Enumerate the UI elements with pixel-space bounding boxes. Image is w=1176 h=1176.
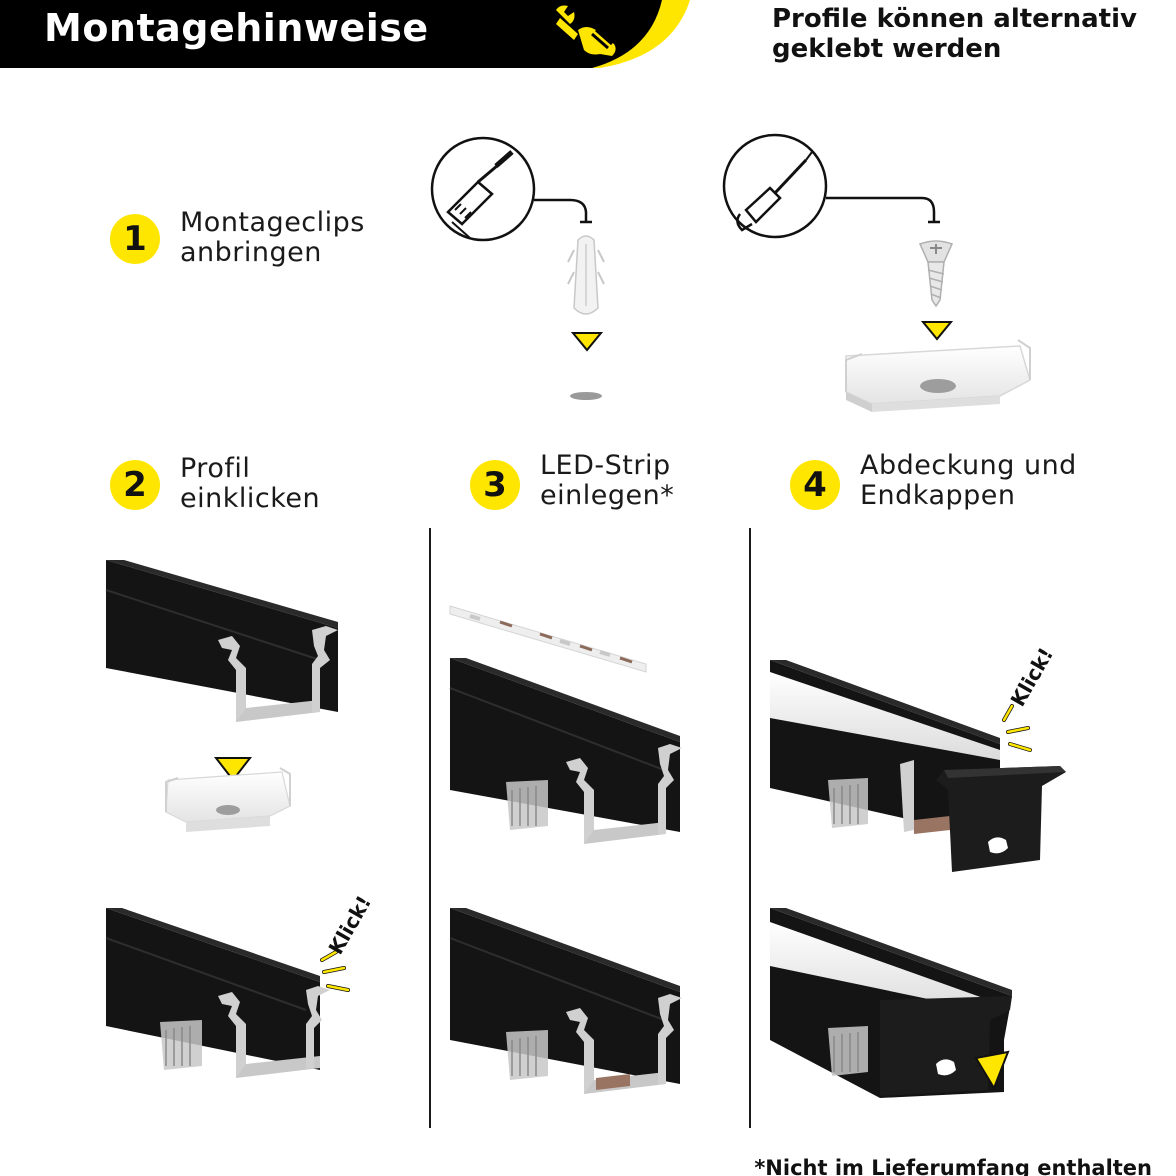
profile-with-diffuser xyxy=(770,660,1000,840)
step-number-badge: 3 xyxy=(470,460,520,510)
step-label-line: Montageclips xyxy=(180,207,365,238)
note-line: geklebt werden xyxy=(772,34,1002,64)
note-line: Profile können alternativ xyxy=(772,4,1137,34)
led-strip xyxy=(449,605,647,673)
aluminium-profile xyxy=(449,908,682,1094)
aluminium-profile xyxy=(105,908,330,1078)
arrow-down-icon xyxy=(570,332,604,352)
footnote: *Nicht im Lieferumfang enthalten xyxy=(754,1156,1152,1176)
hand-wrench-icon xyxy=(556,5,616,56)
aluminium-profile xyxy=(105,560,338,722)
step-label-line: Endkappen xyxy=(860,480,1016,511)
arrow-down-icon xyxy=(920,321,954,341)
aluminium-profile xyxy=(449,658,682,844)
connector-line xyxy=(534,198,588,222)
click-marks xyxy=(1002,704,1032,752)
arrow-down-icon xyxy=(974,1050,1010,1091)
step-label-line: Abdeckung und xyxy=(860,450,1077,481)
step-label: Abdeckung und Endkappen xyxy=(860,451,1077,511)
step-number-badge: 1 xyxy=(110,214,160,264)
step-label: LED-Strip einlegen* xyxy=(540,451,674,511)
step-label-line: einklicken xyxy=(180,483,321,514)
step-label: Profil einklicken xyxy=(180,454,320,514)
end-cap xyxy=(936,766,1066,872)
click-marks xyxy=(320,950,350,992)
step-label: Montageclips anbringen xyxy=(180,208,365,268)
screwdriver-icon xyxy=(722,133,828,239)
page-title: Montagehinweise xyxy=(44,6,429,50)
step-number-badge: 4 xyxy=(790,460,840,510)
screw xyxy=(918,240,954,308)
connector-line xyxy=(826,196,936,222)
mounting-clip xyxy=(165,767,291,832)
column-divider xyxy=(749,528,751,1128)
arrow-down-icon xyxy=(213,757,253,782)
step-number-badge: 2 xyxy=(110,460,160,510)
drill-hole xyxy=(570,392,602,400)
alternative-mounting-note: Profile können alternativ geklebt werden xyxy=(772,4,1172,64)
step-label-line: Profil xyxy=(180,453,251,484)
click-label: Klick! xyxy=(324,892,377,959)
wall-plug xyxy=(567,235,605,315)
profile-assembled xyxy=(770,908,1012,1098)
step-label-line: anbringen xyxy=(180,237,322,268)
header-bar xyxy=(0,0,690,68)
click-label: Klick! xyxy=(1006,644,1059,711)
column-divider xyxy=(429,528,431,1128)
step-label-line: einlegen* xyxy=(540,480,675,511)
mounting-clip xyxy=(845,339,1031,412)
drill-icon xyxy=(430,136,536,242)
step-label-line: LED-Strip xyxy=(540,450,671,481)
